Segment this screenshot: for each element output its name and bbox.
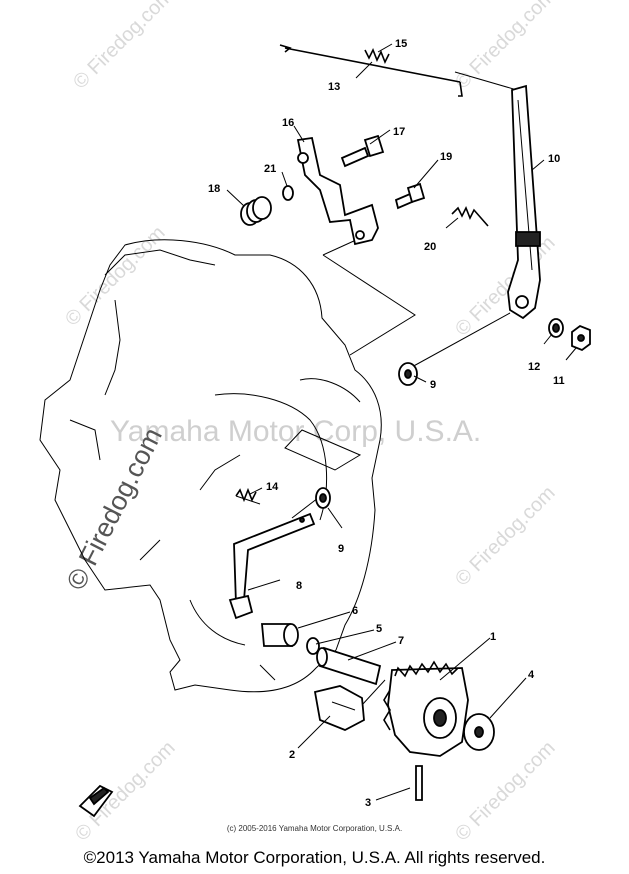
part-11-lever	[507, 84, 541, 320]
part-1-gear	[383, 660, 469, 757]
callout-20: 20	[424, 241, 436, 253]
callout-16: 16	[282, 117, 294, 129]
part-10-spring	[235, 487, 257, 503]
callout-7: 7	[398, 635, 404, 647]
callout-9-upper: 9	[430, 379, 436, 391]
callout-17: 17	[393, 126, 405, 138]
callout-leaders	[226, 43, 577, 801]
arrow-icon	[78, 784, 114, 818]
watermark-diagonal: © Firedog.com	[61, 423, 168, 595]
part-3-pin	[415, 765, 423, 801]
callout-12: 11	[553, 375, 565, 387]
copyright-notice: ©2013 Yamaha Motor Corporation, U.S.A. A…	[83, 848, 546, 867]
part-6-bushing	[261, 623, 299, 647]
callout-9-lower: 9	[338, 543, 344, 555]
part-12-nut	[571, 324, 591, 352]
part-18-spring	[240, 196, 272, 226]
part-15-spring	[364, 48, 390, 64]
callout-19: 19	[440, 151, 452, 163]
callout-6: 6	[352, 605, 358, 617]
part-5-washer	[306, 637, 320, 655]
copyright-small: (c) 2005-2016 Yamaha Motor Corporation, …	[226, 824, 403, 833]
part-8-lever	[228, 512, 316, 620]
part-7-shaft	[316, 646, 382, 686]
engine-case-outline	[39, 239, 382, 693]
callout-1: 1	[490, 631, 496, 643]
part-17-bolt	[340, 134, 385, 168]
part-20-spring	[451, 206, 489, 227]
callout-10: 14	[266, 481, 279, 493]
watermark-center: Yamaha Motor Corp, U.S.A.	[110, 415, 482, 448]
part-9-washer-lower	[315, 487, 331, 509]
callout-21: 21	[264, 163, 276, 175]
callout-3: 3	[365, 797, 371, 809]
part-9-washer-upper	[398, 362, 418, 386]
part-13-washer	[548, 318, 564, 338]
callout-8: 8	[296, 580, 302, 592]
assembly-lines	[235, 71, 518, 706]
callout-labels: 15 13 16 17 19 10 21 18 20 12 11 9 14 9 …	[208, 38, 565, 809]
callout-11: 10	[548, 153, 560, 165]
callout-14: 13	[328, 81, 340, 93]
callout-5: 5	[376, 623, 382, 635]
part-19-screw	[394, 182, 426, 210]
part-21-washer	[282, 185, 294, 201]
part-16-bracket	[296, 136, 379, 246]
callout-4: 4	[528, 669, 535, 681]
callout-13: 12	[528, 361, 540, 373]
callout-18: 18	[208, 183, 220, 195]
callout-15: 15	[395, 38, 407, 50]
part-14-rod	[279, 44, 463, 97]
callout-2: 2	[289, 749, 295, 761]
part-4-washer	[463, 713, 495, 751]
